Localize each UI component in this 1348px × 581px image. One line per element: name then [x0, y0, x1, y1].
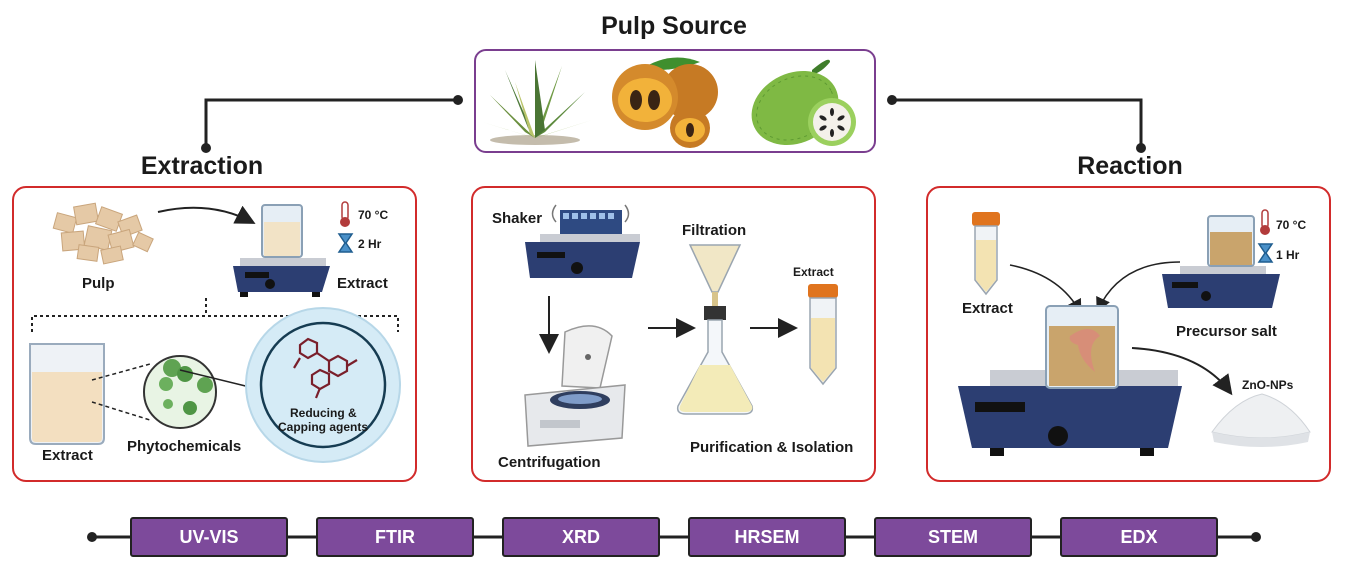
purification-panel [471, 186, 876, 482]
purification-label: Purification & Isolation [690, 439, 854, 456]
technique-xrd: XRD [502, 517, 660, 557]
extraction-time: 2 Hr [358, 237, 382, 251]
reaction-temp: 70 °C [1276, 218, 1307, 232]
thermometer-icon-2 [1260, 209, 1270, 235]
reaction-tube-icon [972, 212, 1000, 296]
beaker-extract-label: Extract [42, 447, 93, 464]
pulp-pile-icon [52, 202, 154, 265]
agave-icon [482, 60, 592, 145]
sapote-fruit-icon [612, 57, 718, 148]
extraction-title: Extraction [140, 152, 264, 180]
molecule-icon [245, 307, 401, 463]
extraction-temp: 70 °C [358, 208, 389, 222]
precursor-label: Precursor salt [1176, 323, 1277, 340]
agents-label-2: Capping agents [278, 420, 369, 434]
technique-uv-vis: UV-VIS [130, 517, 288, 557]
product-label: ZnO-NPs [1242, 378, 1294, 392]
funnel-flask-icon [676, 244, 754, 415]
shaker-label: Shaker [492, 210, 543, 227]
nanoparticle-powder-icon [1211, 393, 1311, 447]
hourglass-icon [337, 233, 354, 253]
filtration-label: Filtration [682, 222, 747, 239]
pulp-label: Pulp [82, 275, 115, 292]
hourglass-icon-2 [1257, 243, 1274, 263]
technique-edx: EDX [1060, 517, 1218, 557]
page-title: Pulp Source [601, 12, 747, 40]
filtrate-extract-label: Extract [793, 265, 834, 279]
centrifuge-icon [524, 325, 626, 447]
technique-stem: STEM [874, 517, 1032, 557]
extract-label: Extract [337, 275, 388, 292]
phytochemicals-icon [143, 355, 217, 429]
precursor-hotplate-icon [1162, 215, 1280, 308]
technique-ftir: FTIR [316, 517, 474, 557]
reaction-hotplate-icon [958, 305, 1182, 456]
reaction-extract-label: Extract [962, 300, 1013, 317]
shaker-icon [525, 204, 640, 278]
phytochemicals-label: Phytochemicals [127, 438, 242, 455]
beaker-icon [261, 204, 303, 258]
source-connectors [204, 98, 1143, 148]
large-beaker-icon [29, 343, 105, 445]
soursop-fruit-icon [751, 59, 856, 146]
hotplate-icon [233, 258, 330, 297]
centrifugation-label: Centrifugation [498, 454, 601, 471]
reaction-title: Reaction [1077, 152, 1183, 180]
thermometer-icon [340, 201, 350, 227]
agents-label-1: Reducing & [290, 406, 357, 420]
falcon-tube-icon [808, 284, 838, 386]
technique-hrsem: HRSEM [688, 517, 846, 557]
reaction-time: 1 Hr [1276, 248, 1300, 262]
